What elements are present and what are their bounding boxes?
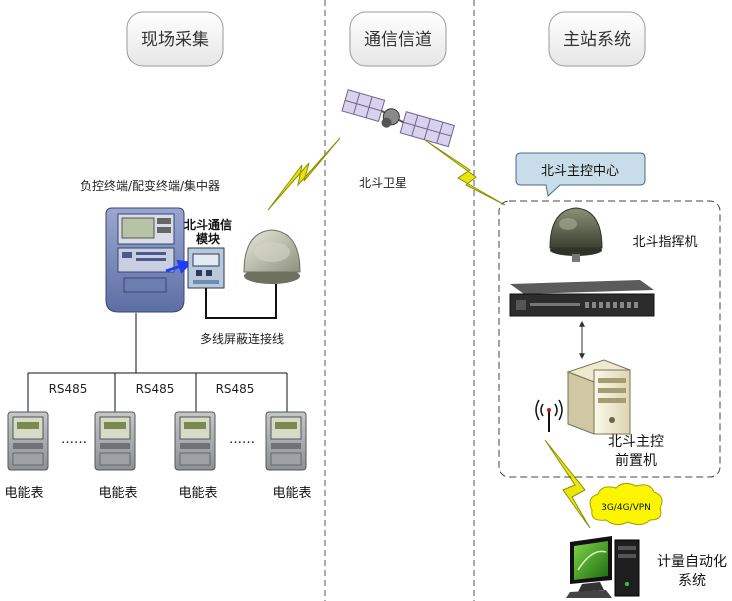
lightning-bolt-left <box>267 137 341 211</box>
beidou-antenna-icon <box>243 229 301 284</box>
meter-icon-4 <box>265 411 307 471</box>
commander-label: 北斗指挥机 <box>632 235 697 250</box>
shielded-cable <box>205 284 277 319</box>
header-channel: 通信信道 <box>349 11 447 67</box>
automation-label-line1: 计量自动化 <box>657 554 727 570</box>
front-end-label-line1: 北斗主控 <box>608 434 664 450</box>
header-channel-text: 通信信道 <box>364 30 432 50</box>
control-center-label: 北斗主控中心 <box>541 164 619 179</box>
ellipsis-1: …… <box>61 432 87 447</box>
cable-label: 多线屏蔽连接线 <box>200 331 284 346</box>
meter-label-2: 电能表 <box>98 486 137 501</box>
module-arrow <box>165 259 193 274</box>
bus-label-1: RS485 <box>49 382 88 396</box>
lightning-bolt-bottom <box>544 439 591 529</box>
terminal-device-icon <box>105 207 185 313</box>
network-cloud-icon: 3G/4G/VPN <box>589 482 663 526</box>
meter-label-4: 电能表 <box>272 486 311 501</box>
terminal-label: 负控终端/配变终端/集中器 <box>80 178 220 193</box>
front-end-server-icon <box>566 359 632 435</box>
control-center-callout: 北斗主控中心 <box>515 152 646 197</box>
meter-icon-3 <box>174 411 216 471</box>
master-station-box <box>498 200 721 478</box>
header-master-text: 主站系统 <box>563 30 631 50</box>
commander-dome-icon <box>549 207 603 262</box>
lightning-bolt-right <box>424 139 506 206</box>
meter-icon-1 <box>7 411 49 471</box>
meter-label-3: 电能表 <box>178 486 217 501</box>
beidou-module-icon <box>187 247 225 289</box>
bus-label-3: RS485 <box>216 382 255 396</box>
front-end-label-line2: 前置机 <box>615 452 657 469</box>
header-master: 主站系统 <box>548 11 646 67</box>
ellipsis-2: …… <box>229 432 255 447</box>
header-field: 现场采集 <box>126 11 224 67</box>
satellite-label: 北斗卫星 <box>359 176 407 190</box>
module-label-line2: 模块 <box>196 231 221 246</box>
wireless-antenna-icon <box>535 399 563 432</box>
network-label: 3G/4G/VPN <box>601 503 651 513</box>
satellite-icon <box>341 89 455 148</box>
rack-device-icon <box>509 280 655 317</box>
bus-label-2: RS485 <box>136 382 175 396</box>
automation-computer-icon <box>566 536 640 598</box>
meter-icon-2 <box>94 411 136 471</box>
header-field-text: 现场采集 <box>141 30 209 50</box>
module-label-line1: 北斗通信 <box>184 217 232 232</box>
meter-label-1: 电能表 <box>4 486 43 501</box>
automation-label-line2: 系统 <box>678 573 706 589</box>
